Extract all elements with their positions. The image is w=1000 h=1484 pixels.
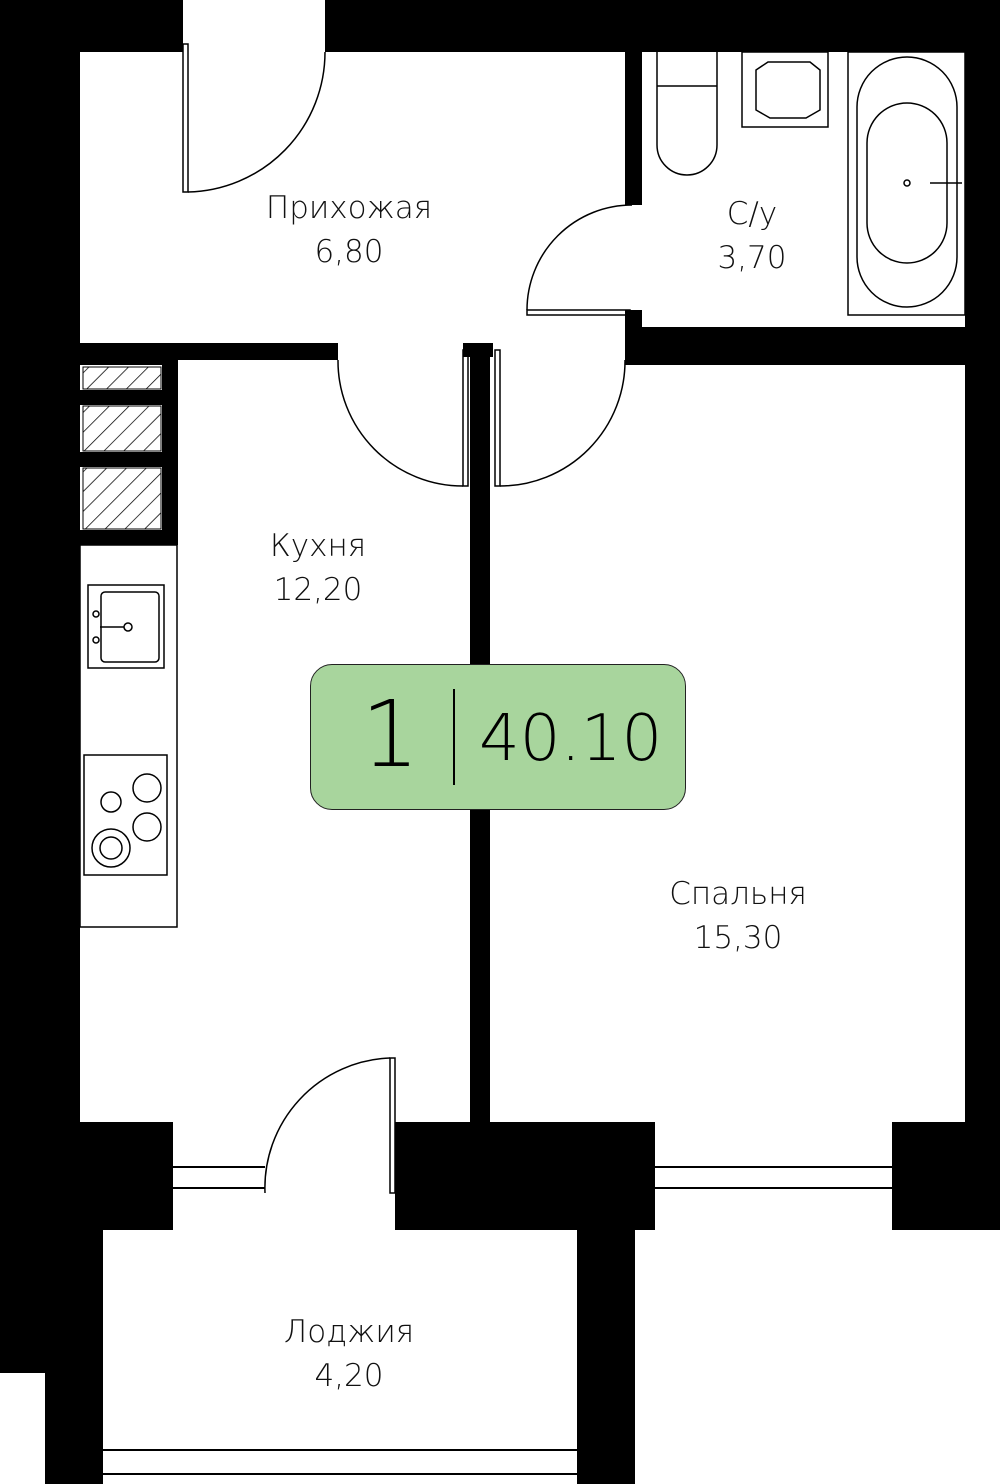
room-area: 6,80 bbox=[314, 234, 384, 270]
sink-icon bbox=[87, 584, 165, 669]
washbasin-icon bbox=[741, 51, 829, 128]
bathroom-fixtures bbox=[656, 51, 966, 316]
room-name: Прихожая bbox=[265, 190, 433, 226]
room-name: Лоджия bbox=[283, 1314, 415, 1350]
room-label-bathroom: С/у 3,70 bbox=[717, 192, 786, 280]
room-label-kitchen: Кухня 12,20 bbox=[270, 524, 366, 612]
room-area: 15,30 bbox=[693, 920, 783, 956]
rooms-count: 1 bbox=[361, 681, 420, 788]
counter bbox=[79, 544, 178, 928]
room-label-loggia: Лоджия 4,20 bbox=[284, 1310, 414, 1398]
apartment-summary-badge: 1 40.10 bbox=[310, 664, 686, 810]
cooktop-icon bbox=[83, 754, 168, 876]
kitchen-fixtures bbox=[79, 544, 178, 928]
room-area: 4,20 bbox=[314, 1358, 384, 1394]
windows bbox=[103, 1166, 892, 1475]
room-area: 3,70 bbox=[717, 240, 787, 276]
toilet-icon bbox=[656, 52, 718, 176]
ventilation-shafts bbox=[82, 366, 162, 530]
room-name: С/у bbox=[726, 196, 778, 232]
room-name: Спальня bbox=[669, 876, 807, 912]
total-area: 40.10 bbox=[479, 702, 663, 776]
room-label-hallway: Прихожая 6,80 bbox=[266, 186, 432, 274]
badge-divider bbox=[453, 689, 455, 785]
room-name: Кухня bbox=[269, 528, 367, 564]
bathtub-icon bbox=[847, 51, 966, 316]
room-label-bedroom: Спальня 15,30 bbox=[669, 872, 807, 960]
room-area: 12,20 bbox=[273, 572, 363, 608]
doors bbox=[182, 43, 633, 1194]
